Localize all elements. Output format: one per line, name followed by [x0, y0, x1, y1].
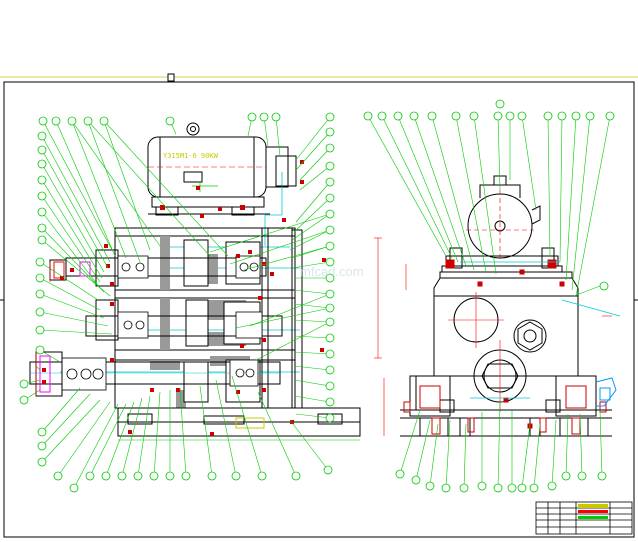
support-bracket	[275, 155, 303, 409]
fasteners-left	[42, 160, 326, 436]
centerlines-right	[460, 261, 621, 399]
output-coupling	[35, 259, 91, 397]
housing-side	[400, 271, 612, 437]
title-block	[535, 501, 633, 535]
base-frame	[117, 407, 361, 437]
watermark: mfcad.com	[300, 264, 364, 279]
motor	[147, 122, 289, 216]
balloons-right	[363, 99, 615, 493]
balloons-left	[19, 112, 335, 493]
drawing-frame	[0, 73, 638, 538]
dimensions-left	[35, 262, 360, 441]
leaders-left	[23, 116, 331, 489]
flange-detail	[595, 377, 617, 407]
front-section-view: Y315M1-6 90KW	[19, 112, 361, 493]
dimensions-right	[374, 237, 612, 436]
side-view	[363, 99, 621, 493]
bearings	[61, 255, 263, 391]
motor-end-view	[441, 175, 563, 273]
motor-label: Y315M1-6 90KW	[163, 152, 219, 160]
leaders-right	[367, 115, 611, 489]
